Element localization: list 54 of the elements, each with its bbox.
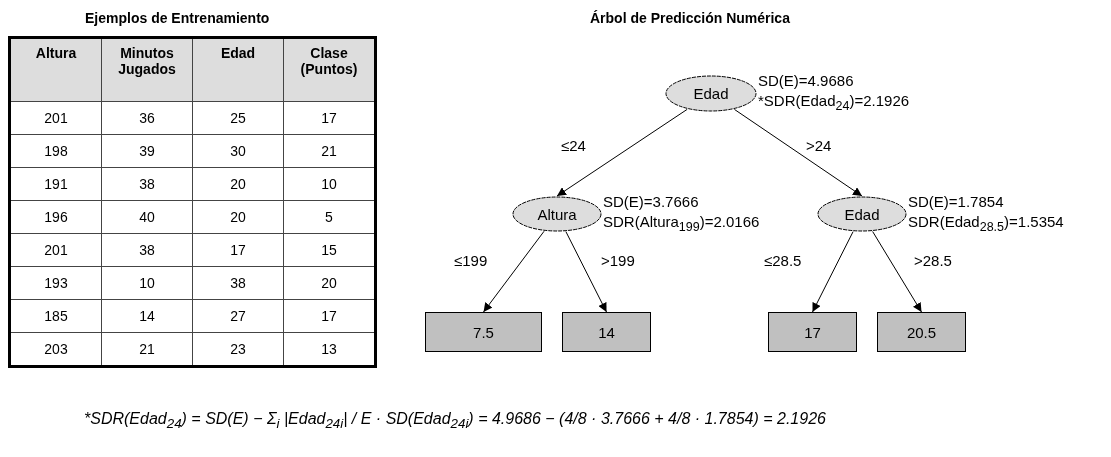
leaf-box	[562, 312, 651, 352]
node-annotation: *SDR(Edad$_{24}$)=2.1926	[758, 91, 910, 115]
node-annotation: SDR(Edad$_{28.5}$)=1.5354	[908, 212, 1064, 236]
table-cell: 201	[9, 233, 102, 267]
table-cell: 40	[101, 200, 193, 234]
formula-text: *SDR(Edad$_{24}$) = SD(E) − Σ$_{i}$ |Edad$_{24i}$| / E · SD(Edad$_{24i}$) = 4.9686 − (4/8 · 3.7666 + 4/8 · 1.7854) = 2.1926	[83, 410, 827, 432]
table-cell: 185	[9, 299, 102, 333]
leaf-box	[877, 312, 966, 352]
leaf-box	[425, 312, 542, 352]
table-cell: 38	[101, 233, 193, 267]
arrow	[556, 108, 688, 197]
table-cell: 30	[192, 134, 284, 168]
leaf-box	[768, 312, 857, 352]
arrow	[812, 231, 854, 313]
node-annotation: SD(E)=1.7854	[908, 192, 1004, 211]
column-header: Edad	[192, 37, 284, 102]
node-annotation: SD(E)=4.9686	[758, 71, 854, 90]
table-cell: 20	[192, 167, 284, 201]
table-cell: 14	[101, 299, 193, 333]
node-label: 20.5	[906, 323, 937, 341]
node-label: Edad	[844, 205, 880, 223]
table-cell: 20	[192, 200, 284, 234]
node-label: Edad	[693, 85, 729, 102]
section-heading: Árbol de Predicción Numérica	[590, 10, 790, 26]
table-cell: 10	[101, 266, 193, 300]
table-cell: 17	[192, 233, 284, 267]
table-cell: 39	[101, 134, 193, 168]
node-annotation: SDR(Altura$_{199}$)=2.0166	[603, 212, 760, 236]
arrow	[483, 230, 545, 313]
table-title: Ejemplos de Entrenamiento	[85, 10, 270, 26]
table-cell: 36	[101, 101, 193, 135]
node-label: 14	[598, 323, 615, 341]
column-header: Minutos Jugados	[101, 37, 193, 102]
node-label: Altura	[537, 205, 577, 223]
decision-ellipse	[512, 196, 602, 232]
arrow	[872, 231, 922, 313]
table-cell: 191	[9, 167, 102, 201]
table-cell: 198	[9, 134, 102, 168]
table-cell: 193	[9, 266, 102, 300]
decision-ellipse	[817, 196, 907, 232]
table-cell: 38	[192, 266, 284, 300]
node-annotation: SD(E)=3.7666	[603, 192, 699, 211]
arrow	[733, 108, 863, 197]
table-cell: 25	[192, 101, 284, 135]
arrow	[565, 231, 607, 313]
table-cell: 38	[101, 167, 193, 201]
node-label: 7.5	[473, 323, 494, 341]
table-cell: 201	[9, 101, 102, 135]
column-header: Clase (Puntos)	[283, 37, 376, 102]
table-cell: 27	[192, 299, 284, 333]
table-cell: 196	[9, 200, 102, 234]
node-label: 17	[804, 323, 821, 341]
column-header: Altura	[9, 37, 102, 102]
decision-ellipse	[665, 75, 757, 112]
